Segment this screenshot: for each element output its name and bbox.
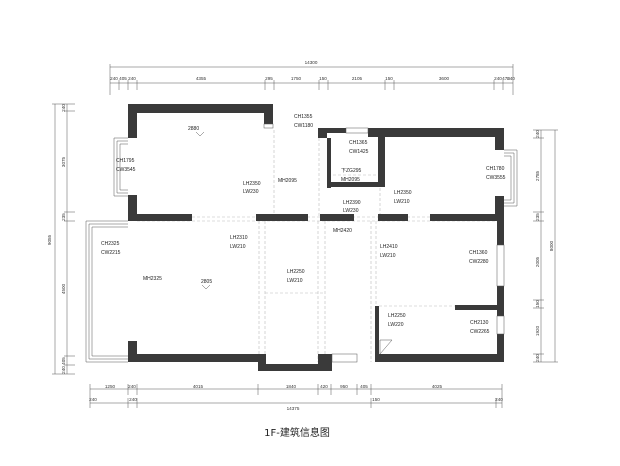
left-dim: 4500 (61, 283, 66, 294)
bottom-dim: 240 (495, 397, 503, 402)
opening-label: LH2310 (230, 235, 248, 241)
top-dim: 3600 (439, 76, 450, 81)
bottom-dim: 240 (89, 397, 97, 402)
interior-dashed-lines (137, 130, 497, 362)
right-dimensions: 8000 240 2785 235 2005 150 1920 240 (533, 130, 558, 363)
top-dim: 405 (119, 76, 127, 81)
top-dim: 4355 (196, 76, 207, 81)
left-dim: 3075 (61, 156, 66, 167)
top-total-dim: 14300 (305, 60, 318, 65)
left-dim: 405 (61, 357, 66, 365)
left-dim: 240 (61, 366, 66, 374)
opening-label: LH2350 (243, 181, 261, 187)
right-dim: 240 (535, 130, 540, 138)
door-label: MH2420 (333, 228, 352, 234)
window-label: CW1180 (294, 123, 313, 129)
opening-label: LH2410 (380, 244, 398, 250)
bottom-dim: 1840 (286, 384, 297, 389)
right-dim: 1920 (535, 325, 540, 336)
window-label: CH2325 (101, 241, 120, 247)
bottom-dimensions: 1250 240 4015 1840 420 950 405 4025 240 … (89, 384, 503, 411)
left-total-dim: 9055 (47, 234, 52, 245)
opening-label: LW230 (343, 208, 359, 214)
elevation-label: 2805 (201, 279, 212, 285)
window-label: CW2215 (101, 250, 121, 256)
door-label: MH2325 (143, 276, 162, 282)
right-total-dim: 8000 (549, 240, 554, 251)
window-label: CW2265 (470, 329, 490, 335)
window-label: CH1365 (349, 140, 368, 146)
bottom-dim: 1250 (105, 384, 116, 389)
bottom-dim: 150 (372, 397, 380, 402)
top-dim: 150 (385, 76, 393, 81)
left-dim: 235 (61, 213, 66, 221)
window-label: CH1355 (294, 114, 313, 120)
opening-label: LW210 (287, 278, 303, 284)
top-dim: 240 (494, 76, 502, 81)
drawing-caption: 1F-建筑信息图 (264, 426, 330, 439)
bottom-dim: 240 (128, 384, 136, 389)
window-label: CH1360 (469, 250, 488, 256)
opening-label: LH2390 (343, 200, 361, 206)
right-dim: 240 (535, 354, 540, 362)
left-dim: 240 (61, 104, 66, 112)
window-label: CH2130 (470, 320, 489, 326)
left-dimensions: 9055 240 3075 235 4500 405 240 (47, 104, 75, 375)
right-dim: 150 (535, 300, 540, 308)
opening-label: LW210 (394, 199, 410, 205)
bottom-dim: 4015 (193, 384, 204, 389)
walls (128, 104, 504, 371)
top-dim: 240 (110, 76, 118, 81)
top-dimensions: 14300 240 405 240 4355 295 1750 150 2105… (109, 60, 515, 95)
opening-label: LH2350 (394, 190, 412, 196)
right-dim: 2785 (535, 170, 540, 181)
floor-label: 下ZG295 (341, 168, 362, 174)
door-label: MH2095 (278, 178, 297, 184)
elevation-label: 2880 (188, 126, 199, 132)
bottom-dim: 420 (320, 384, 328, 389)
opening-label: LW230 (243, 189, 259, 195)
top-dim: 150 (319, 76, 327, 81)
bottom-dim: 405 (360, 384, 368, 389)
opening-label: LW210 (230, 244, 246, 250)
opening-label: LH2250 (287, 269, 305, 275)
right-dim: 2005 (535, 256, 540, 267)
window-label: CW2280 (469, 259, 489, 265)
opening-label: LH2250 (388, 313, 406, 319)
bottom-dim: 950 (340, 384, 348, 389)
window-label: CW3555 (486, 175, 506, 181)
top-dim: 240 (128, 76, 136, 81)
window-label: CH1780 (486, 166, 505, 172)
bottom-total-dim: 14375 (287, 406, 300, 411)
opening-label: LW210 (380, 253, 396, 259)
top-dim: 1750 (291, 76, 302, 81)
door-label: MH2095 (341, 177, 360, 183)
bottom-dim: 4025 (432, 384, 443, 389)
top-dim: 470 (502, 76, 510, 81)
window-label: CW3545 (116, 167, 136, 173)
opening-label: LW220 (388, 322, 404, 328)
right-dim: 235 (535, 213, 540, 221)
plan-labels: 2880 2805 CH1795 CW3545 CH1355 CW1180 CH… (101, 114, 506, 335)
windows (85, 123, 518, 363)
top-dim: 240 (507, 76, 515, 81)
window-label: CW1425 (349, 149, 369, 155)
bottom-dim: 240 (129, 397, 137, 402)
top-dim: 295 (265, 76, 273, 81)
window-label: CH1795 (116, 158, 135, 164)
top-dim: 2105 (352, 76, 363, 81)
